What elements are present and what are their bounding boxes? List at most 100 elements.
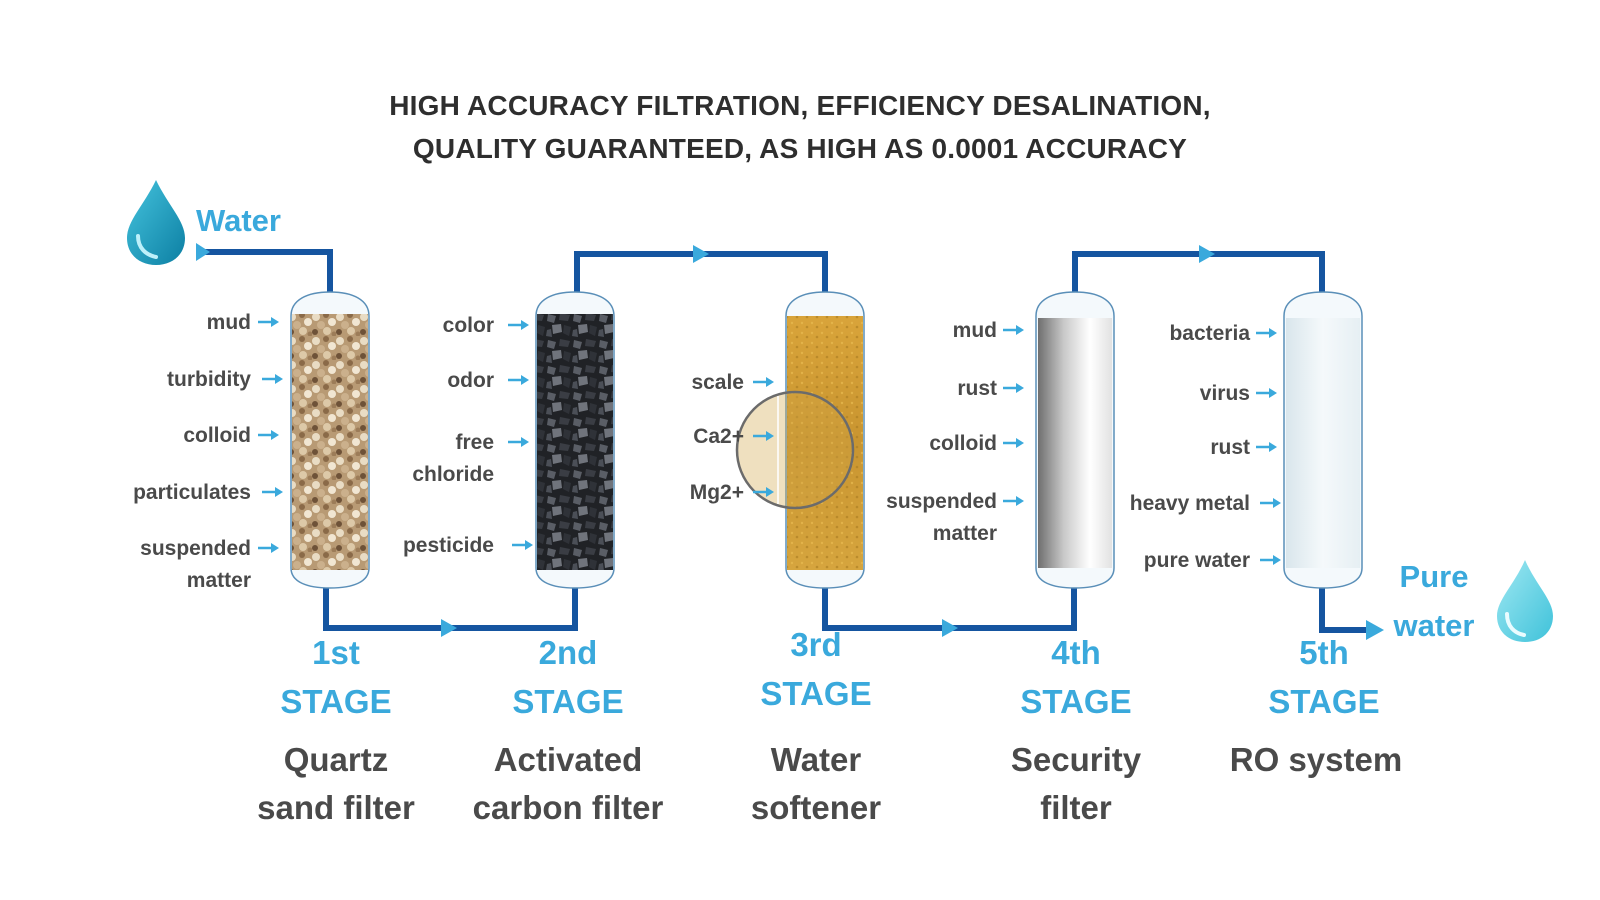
contaminant-item: virus (1200, 382, 1277, 405)
stage-number: 4th (1051, 634, 1101, 671)
pipe-4-5 (1072, 251, 1325, 292)
contaminant-item: turbidity (167, 368, 283, 391)
contaminant-label: rust (1210, 436, 1250, 459)
arrow-right-icon (196, 243, 210, 261)
arrow-right-icon (262, 374, 283, 384)
contaminant-label: heavy metal (1130, 492, 1250, 515)
vessel-1 (290, 291, 370, 589)
title-line-1: HIGH ACCURACY FILTRATION, EFFICIENCY DES… (389, 90, 1211, 121)
stage-name-line1: Water (771, 741, 862, 778)
arrow-right-icon (753, 431, 774, 441)
title-line-2: QUALITY GUARANTEED, AS HIGH AS 0.0001 AC… (412, 133, 1188, 164)
arrow-right-icon (508, 375, 529, 385)
contaminant-item: odor (447, 369, 529, 392)
contaminant-label: colloid (183, 424, 251, 447)
stage-word: STAGE (760, 675, 871, 712)
contaminant-item: colloid (929, 432, 1024, 455)
stage-name-line2: sand filter (257, 789, 415, 826)
vessel-3 (735, 291, 865, 589)
contaminant-label: Mg2+ (690, 481, 744, 504)
stage-name-line1: Quartz (284, 741, 389, 778)
contaminant-item: Ca2+ (693, 425, 774, 448)
contaminant-label: matter (187, 569, 251, 592)
arrow-right-icon (508, 437, 529, 447)
contaminant-label: particulates (133, 481, 251, 504)
contaminant-item: color (443, 314, 529, 337)
arrow-right-icon (1003, 438, 1024, 448)
contaminant-item: Mg2+ (690, 481, 774, 504)
contaminant-label: colloid (929, 432, 997, 455)
contaminant-item: bacteria (1169, 322, 1277, 345)
stage-name-line1: RO system (1230, 741, 1402, 778)
stage-number: 2nd (539, 634, 598, 671)
contaminant-label: virus (1200, 382, 1250, 405)
stage-name-line2: softener (751, 789, 881, 826)
stage-number: 3rd (790, 626, 841, 663)
outlet-label-line2: water (1393, 608, 1475, 643)
arrow-right-icon (262, 487, 283, 497)
arrow-right-icon (1003, 383, 1024, 393)
arrow-right-icon (753, 487, 774, 497)
arrow-right-icon (1260, 555, 1281, 565)
contaminant-label: bacteria (1169, 322, 1250, 345)
contaminant-label: matter (933, 522, 997, 545)
water-drop-icon (1497, 560, 1553, 642)
pipe-3-4 (822, 588, 1077, 631)
contaminant-label: scale (691, 371, 744, 394)
stage-name-line1: Security (1011, 741, 1142, 778)
arrow-right-icon (258, 317, 279, 327)
contaminant-item: rust (1210, 436, 1277, 459)
stage-word: STAGE (280, 683, 391, 720)
arrow-right-icon (1199, 245, 1215, 263)
outlet-label-line1: Pure (1400, 559, 1469, 594)
contaminant-label: suspended (140, 537, 251, 560)
magnifier-lens (735, 390, 855, 510)
contaminant-item: mud (953, 319, 1024, 342)
arrow-right-icon (942, 619, 958, 637)
stage-name-line1: Activated (494, 741, 643, 778)
stage-word: STAGE (1020, 683, 1131, 720)
contaminant-item: heavy metal (1130, 492, 1281, 515)
arrow-right-icon (258, 543, 279, 553)
contaminant-item: particulates (133, 481, 283, 504)
arrow-right-icon (258, 430, 279, 440)
contaminant-label: mud (207, 311, 251, 334)
pipe-2-3 (574, 251, 828, 292)
arrow-right-icon (1256, 442, 1277, 452)
arrow-right-icon (1260, 498, 1281, 508)
vessel-2 (535, 291, 615, 589)
contaminant-label: turbidity (167, 368, 251, 391)
pipe-1-2 (323, 588, 578, 631)
contaminant-item: suspended matter (140, 537, 279, 592)
arrow-right-icon (1366, 620, 1384, 640)
water-drop-icon (127, 180, 185, 265)
contaminant-label: free (455, 431, 494, 454)
contaminant-item: rust (957, 377, 1024, 400)
arrow-right-icon (441, 619, 457, 637)
vessel-5 (1283, 291, 1363, 589)
contaminant-item: colloid (183, 424, 279, 447)
contaminant-label: chloride (412, 463, 494, 486)
flow-arrows (196, 243, 1384, 640)
arrow-right-icon (508, 320, 529, 330)
arrow-right-icon (693, 245, 709, 263)
contaminant-item: scale (691, 371, 774, 394)
stage-number: 5th (1299, 634, 1349, 671)
arrow-right-icon (1256, 328, 1277, 338)
stage-number: 1st (312, 634, 360, 671)
contaminant-label: rust (957, 377, 997, 400)
contaminant-label: mud (953, 319, 997, 342)
inlet-label: Water (196, 203, 281, 238)
contaminant-label: pesticide (403, 534, 494, 557)
contaminant-item: pure water (1144, 549, 1281, 572)
stage-name-line2: filter (1040, 789, 1112, 826)
arrow-right-icon (1256, 388, 1277, 398)
